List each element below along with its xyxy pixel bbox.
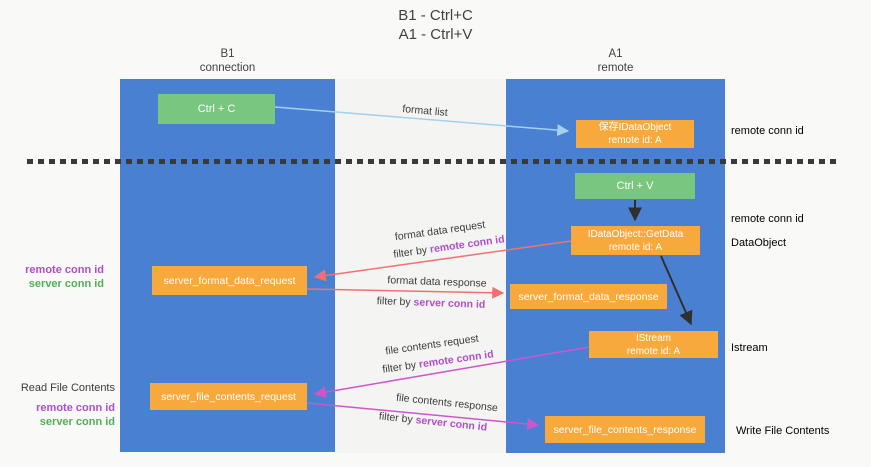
right-dataobject-label: DataObject: [731, 237, 787, 249]
node-server-format-data-request: server_format_data_request: [152, 266, 307, 295]
a1-name: A1: [608, 48, 623, 60]
istream-line1: IStream: [635, 332, 671, 344]
diagram-title: B1 - Ctrl+C A1 - Ctrl+V: [0, 6, 871, 44]
column-header-a1: A1 remote: [506, 47, 725, 75]
filter-key-server-conn-id: server conn id: [413, 296, 486, 311]
istream-line2: remote id: A: [626, 345, 681, 357]
column-header-b1: B1 connection: [120, 47, 335, 75]
format-request-label: server_format_data_request: [163, 274, 296, 287]
a1-role: remote: [597, 62, 634, 74]
left-server-conn-id: server conn id: [39, 416, 115, 428]
arrow-format-data-request: [313, 240, 572, 282]
filter-prefix: filter by: [376, 295, 411, 309]
b1-name: B1: [220, 48, 235, 60]
node-save-dataobject: 保存IDataObject remote id: A: [576, 120, 694, 148]
node-server-file-contents-response: server_file_contents_response: [545, 416, 705, 443]
b1-role: connection: [199, 62, 256, 74]
title-line1: B1 - Ctrl+C: [398, 7, 473, 24]
arrow-file-contents-request: [313, 346, 590, 399]
save-dataobject-line2: remote id: A: [608, 135, 662, 146]
file-response-label: server_file_contents_response: [553, 423, 697, 436]
arrow-format-list: [274, 106, 570, 137]
node-server-format-data-response: server_format_data_response: [510, 284, 667, 309]
right-remote-conn-id-top: remote conn id: [731, 125, 804, 137]
node-server-file-contents-request: server_file_contents_request: [150, 383, 307, 410]
arrow-file-contents-response: [306, 402, 540, 430]
ctrl-v-label: Ctrl + V: [616, 180, 654, 192]
node-ctrl-v: Ctrl + V: [575, 173, 695, 199]
left-remote-conn-id: remote conn id: [25, 264, 104, 276]
format-response-label: server_format_data_response: [518, 290, 659, 303]
arrow-format-data-response: [306, 286, 505, 299]
right-remote-conn-id-mid: remote conn id: [731, 213, 804, 225]
right-write-file-contents-label: Write File Contents: [736, 425, 830, 437]
node-istream: IStream remote id: A: [589, 331, 718, 358]
left-label-read-file-contents: Read File Contents remote conn id server…: [0, 381, 115, 429]
ctrl-c-label: Ctrl + C: [197, 103, 236, 115]
node-idataobject-getdata: IDataObject::GetData remote id: A: [571, 226, 700, 255]
getdata-line1: IDataObject::GetData: [587, 228, 684, 240]
center-background-band: [335, 79, 506, 453]
arrow-getdata-to-istream: [660, 255, 693, 326]
left-remote-conn-id: remote conn id: [36, 402, 115, 414]
title-line2: A1 - Ctrl+V: [398, 26, 473, 43]
left-label-format-conn-ids: remote conn id server conn id: [0, 263, 104, 291]
right-istream-label: Istream: [731, 342, 768, 354]
getdata-line2: remote id: A: [608, 241, 663, 253]
copy-paste-divider-dashed-line: [27, 159, 840, 164]
left-server-conn-id: server conn id: [28, 278, 104, 290]
file-request-label: server_file_contents_request: [161, 390, 296, 403]
read-file-contents-label: Read File Contents: [20, 382, 115, 394]
node-ctrl-c: Ctrl + C: [158, 94, 275, 124]
save-dataobject-line1: 保存IDataObject: [598, 122, 672, 133]
